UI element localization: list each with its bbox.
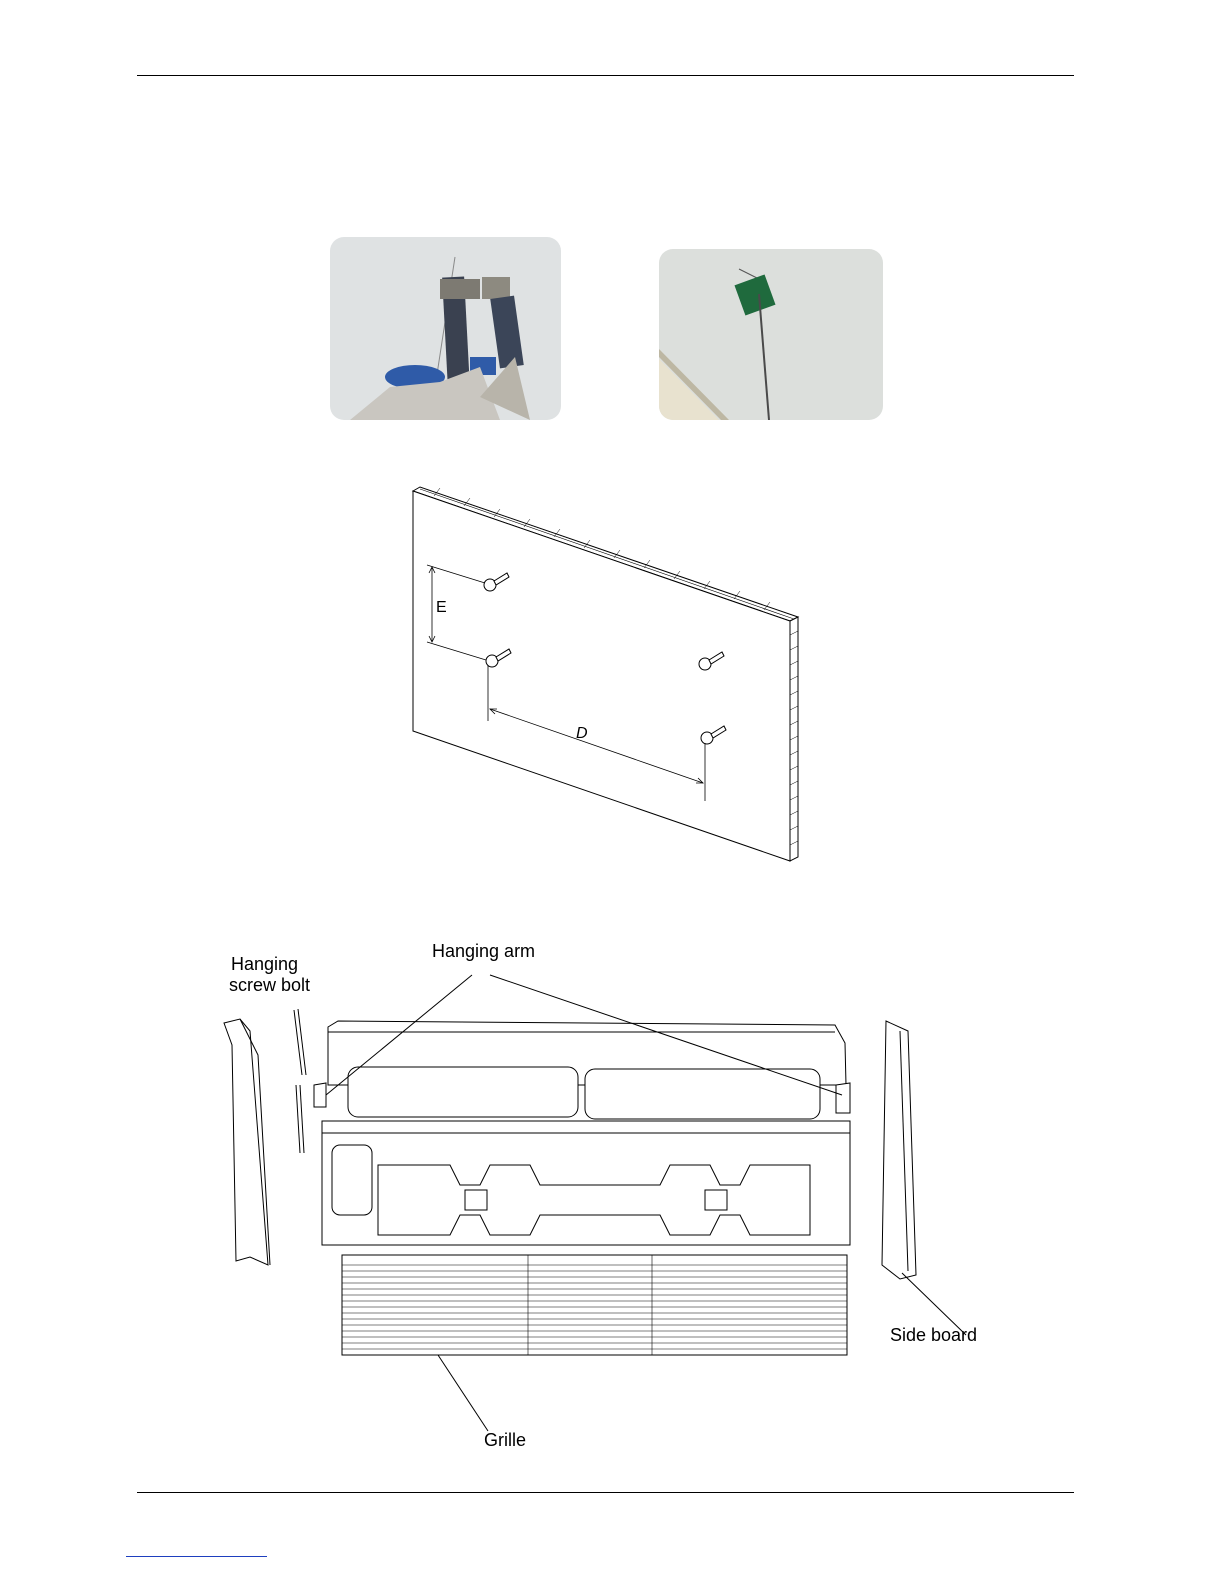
label-side-board: Side board [890,1325,977,1346]
right-side-board [882,1021,916,1279]
label-hanging-screw-bolt-2: screw bolt [229,975,310,996]
label-hanging-arm: Hanging arm [432,941,535,962]
header-rule [137,75,1074,76]
grille-panel [342,1255,847,1355]
dimension-e-label: E [436,597,447,618]
label-hanging-screw-bolt-1: Hanging [231,954,298,975]
unit-back-panel [322,1121,850,1245]
footer-rule [137,1492,1074,1493]
label-grille: Grille [484,1430,526,1451]
left-side-board [224,1019,268,1265]
wall-bolt-diagram: E D [400,485,810,865]
unit-exploded-diagram: Hanging screw bolt Hanging arm Side boar… [210,935,1010,1455]
drilling-photo [330,237,561,420]
footer-link-underline [126,1556,267,1557]
dimension-d-label: D [576,723,588,744]
anchor-photo [659,249,883,420]
